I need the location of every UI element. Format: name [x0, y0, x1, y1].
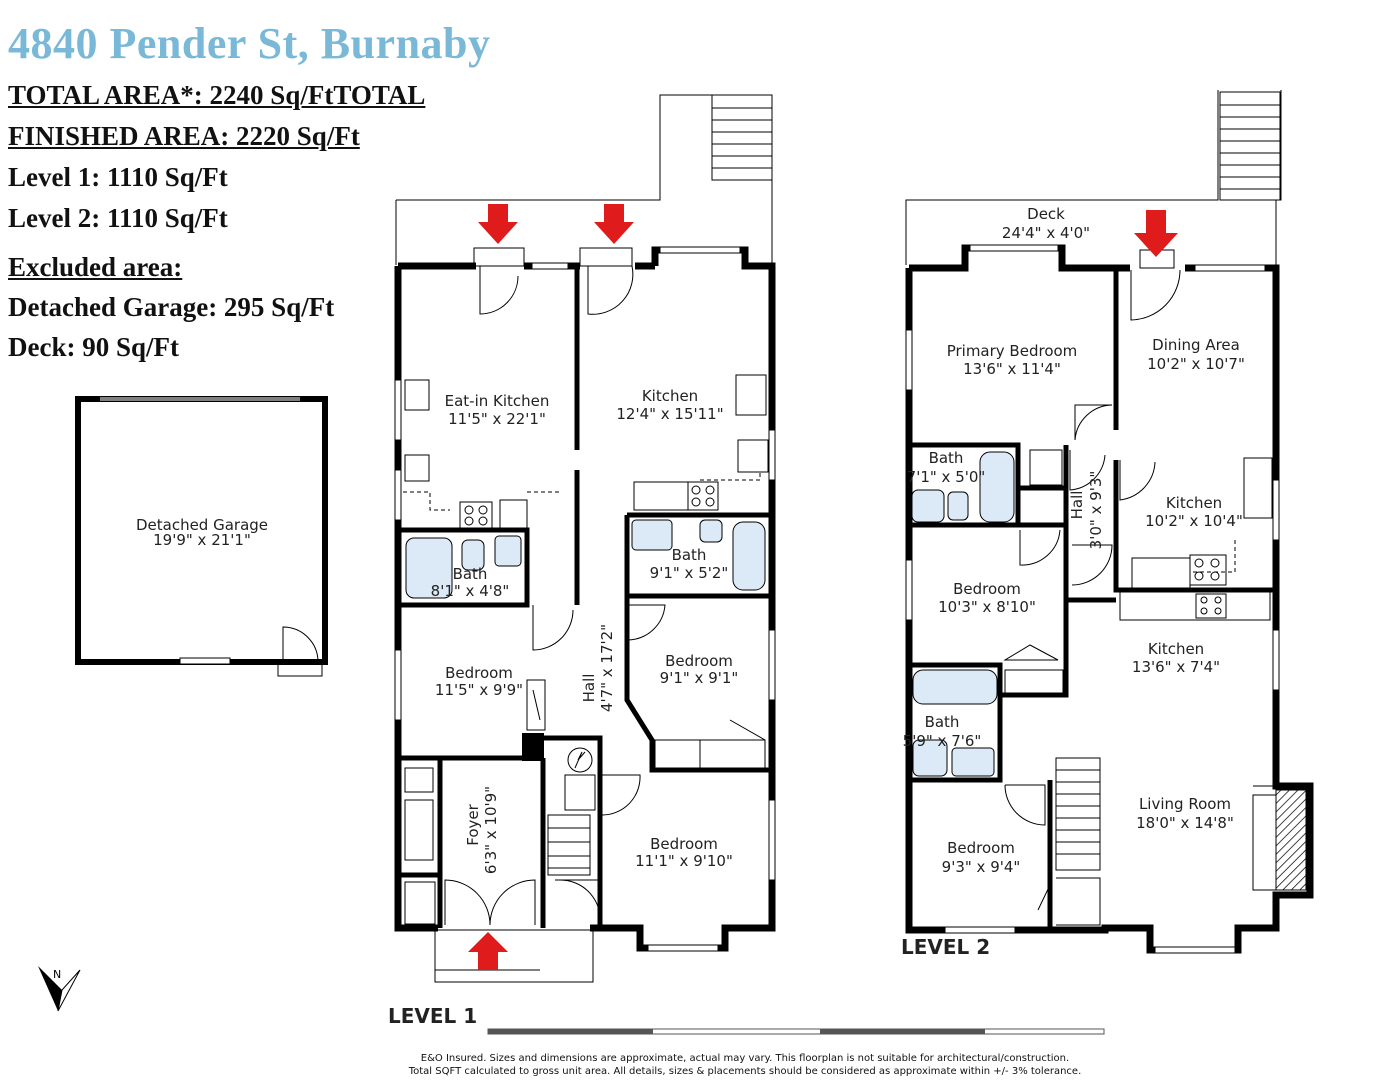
l1-room-dim-9: 6'3" x 10'9" — [482, 786, 500, 874]
disclaimer-line-2: Total SQFT calculated to gross unit area… — [408, 1066, 1082, 1077]
l2-room-dim-8: 13'6" x 7'4" — [1132, 658, 1220, 676]
garage-dim: 19'9" x 21'1" — [153, 531, 251, 549]
l1-room-dim-6: 9'1" x 9'1" — [660, 669, 739, 687]
l1-room-name-2: Kitchen — [642, 387, 698, 405]
total-area: TOTAL AREA*: 2240 Sq/FtTOTAL — [8, 80, 426, 110]
finished-area: FINISHED AREA: 2220 Sq/Ft — [8, 121, 360, 151]
l2-room-name-5: Hall — [1068, 491, 1086, 520]
l1-room-name-6: Bedroom — [665, 652, 733, 670]
l2-room-dim-4: 7'1" x 5'0" — [907, 468, 986, 486]
level2-label: LEVEL 2 — [901, 935, 990, 959]
level2-plan: Deck 24'4" x 4'0" Primary Bedroom 13'6" … — [901, 90, 1314, 959]
level2-area: Level 2: 1110 Sq/Ft — [8, 203, 228, 233]
l2-room-name-8: Kitchen — [1148, 640, 1204, 658]
compass-label: N — [53, 968, 61, 981]
l2-room-dim-6: 10'2" x 10'4" — [1145, 512, 1243, 530]
excluded-heading: Excluded area: — [8, 252, 183, 282]
l1-room-dim-5: 11'5" x 9'9" — [435, 681, 523, 699]
l2-room-name-4: Bath — [929, 449, 964, 467]
l2-room-name-11: Bedroom — [947, 839, 1015, 857]
compass-icon: N — [38, 966, 81, 1012]
l1-room-dim-1: 11'5" x 22'1" — [448, 410, 546, 428]
l2-room-name-7: Bedroom — [953, 580, 1021, 598]
l1-room-dim-7: 11'1" x 9'10" — [635, 852, 733, 870]
l2-room-dim-2: 13'6" x 11'4" — [963, 360, 1061, 378]
l2-room-name-3: Dining Area — [1152, 336, 1240, 354]
l2-room-name-2: Primary Bedroom — [947, 342, 1078, 360]
l2-room-name-10: Living Room — [1139, 795, 1231, 813]
l1-room-name-7: Bedroom — [650, 835, 718, 853]
l2-room-dim-11: 9'3" x 9'4" — [942, 858, 1021, 876]
garage-name: Detached Garage — [136, 516, 268, 534]
level1-label: LEVEL 1 — [388, 1004, 477, 1028]
l2-room-dim-10: 18'0" x 14'8" — [1136, 814, 1234, 832]
l2-room-dim-7: 10'3" x 8'10" — [938, 598, 1036, 616]
l2-room-dim-5: 3'0" x 9'3" — [1087, 471, 1105, 550]
deck-area: Deck: 90 Sq/Ft — [8, 332, 179, 362]
l1-room-name-4: Bath — [672, 546, 707, 564]
l2-room-dim-9: 5'9" x 7'6" — [903, 732, 982, 750]
disclaimer-line-1: E&O Insured. Sizes and dimensions are ap… — [420, 1053, 1070, 1064]
l2-room-dim-3: 10'2" x 10'7" — [1147, 355, 1245, 373]
property-title: 4840 Pender St, Burnaby — [8, 19, 491, 68]
garage-plan: Detached Garage 19'9" x 21'1" — [75, 396, 328, 677]
l2-room-dim-1: 24'4" x 4'0" — [1002, 224, 1090, 242]
scale-bar — [487, 1028, 1105, 1035]
l2-room-name-9: Bath — [925, 713, 960, 731]
l1-room-dim-4: 9'1" x 5'2" — [650, 564, 729, 582]
garage-area: Detached Garage: 295 Sq/Ft — [8, 292, 335, 322]
l1-room-dim-2: 12'4" x 15'11" — [616, 405, 723, 423]
l1-room-name-1: Eat-in Kitchen — [445, 392, 550, 410]
level1-area: Level 1: 1110 Sq/Ft — [8, 162, 228, 192]
l1-room-name-5: Bedroom — [445, 664, 513, 682]
l2-room-name-6: Kitchen — [1166, 494, 1222, 512]
l2-room-name-1: Deck — [1027, 205, 1065, 223]
l1-room-dim-8: 4'7" x 17'2" — [598, 624, 616, 712]
l1-room-name-8: Hall — [580, 674, 598, 703]
l1-room-name-3: Bath — [453, 565, 488, 583]
l1-room-dim-3: 8'1" x 4'8" — [431, 582, 510, 600]
level1-plan: Eat-in Kitchen 11'5" x 22'1" Kitchen 12'… — [388, 94, 1105, 1035]
l1-room-name-9: Foyer — [464, 803, 482, 845]
